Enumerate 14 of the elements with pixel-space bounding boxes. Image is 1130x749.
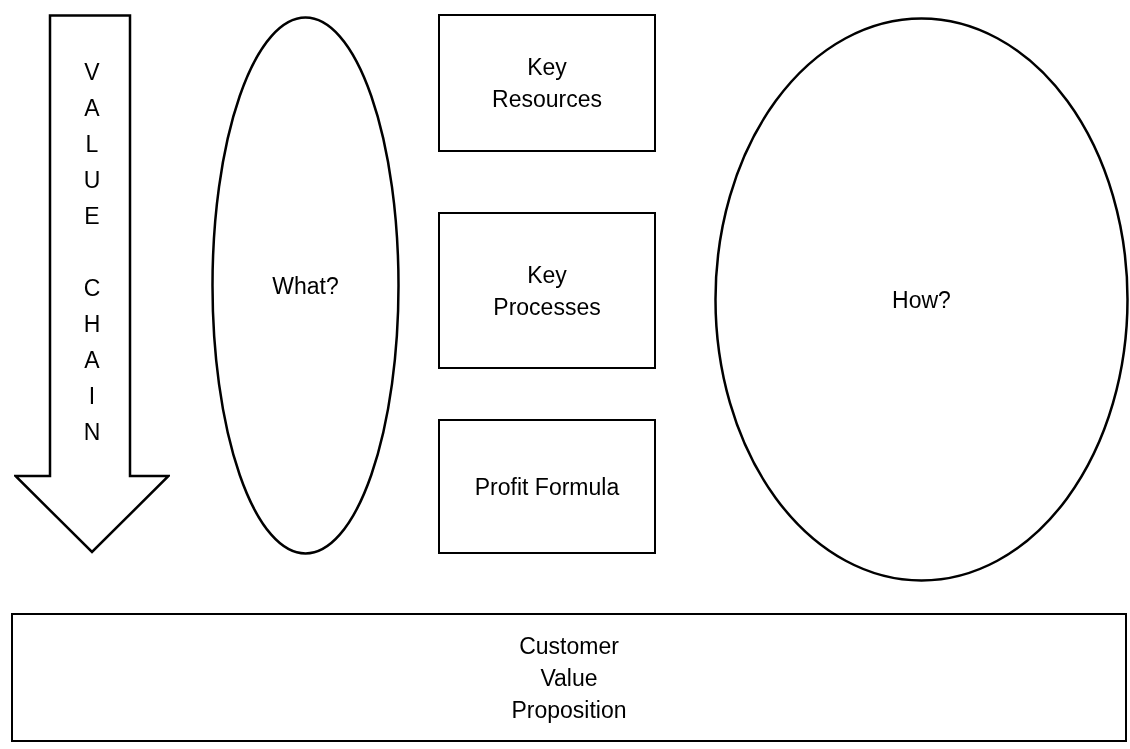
node-label: Key Resources (491, 53, 603, 114)
node-label: Profit Formula (474, 472, 620, 502)
oval (714, 17, 1129, 582)
node-label: What? (272, 271, 339, 301)
rectangle (438, 212, 656, 369)
block-arrow (14, 14, 170, 554)
node-label: Key Processes (492, 260, 602, 322)
rectangle (11, 613, 1127, 742)
oval (211, 16, 400, 555)
node-label: Customer Value Proposition (510, 631, 628, 725)
rectangle (438, 14, 656, 152)
node-label: How? (892, 285, 951, 315)
rectangle (438, 419, 656, 554)
vertical-label: VALUE CHAIN (83, 58, 101, 447)
